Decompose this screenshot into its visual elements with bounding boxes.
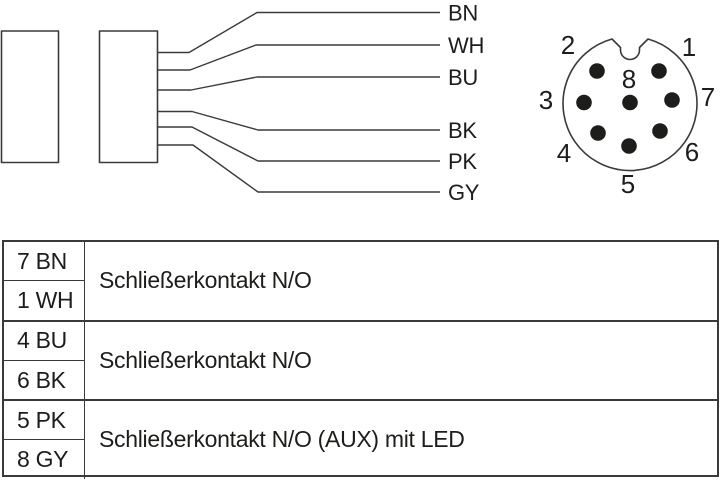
- pin-column: 5 PK 8 GY: [4, 401, 85, 479]
- pin-label-4: 4: [557, 138, 571, 168]
- wire-label-bk: BK: [448, 118, 477, 143]
- pin-dot-1: [651, 63, 667, 79]
- pin-cell-7bn: 7 BN: [17, 247, 67, 274]
- pin-dot-7: [664, 92, 680, 108]
- pinout-group-1: 7 BN 1 WH Schließerkontakt N/O: [4, 242, 717, 320]
- pin-dot-8: [622, 94, 638, 111]
- pin-label-7: 7: [701, 82, 715, 112]
- connector-face: 1 2 3 4 5 6 7 8: [539, 30, 715, 199]
- pinout-group-2: 4 BU 6 BK Schließerkontakt N/O: [4, 319, 717, 400]
- pin-label-3: 3: [539, 85, 553, 115]
- pinout-table: 7 BN 1 WH Schließerkontakt N/O 4 BU 6 BK…: [2, 240, 719, 479]
- wire-label-wh: WH: [448, 33, 484, 58]
- wire-line-bu: [158, 76, 440, 91]
- pin-label-6: 6: [685, 137, 699, 167]
- description-cell-1: Schließerkontakt N/O: [99, 267, 312, 294]
- pin-cell-4bu: 4 BU: [17, 327, 67, 354]
- pin-cell-1wh: 1 WH: [4, 280, 84, 319]
- wire-line-pk: [158, 126, 440, 162]
- cable-connector-body: [98, 30, 159, 164]
- pin-label-1: 1: [682, 32, 696, 62]
- wire-line-gy: [158, 144, 440, 193]
- pinout-group-3: 5 PK 8 GY Schließerkontakt N/O (AUX) mit…: [4, 399, 717, 479]
- pin-label-5: 5: [621, 169, 635, 199]
- cable-segment-left: [0, 30, 60, 164]
- description-cell-3: Schließerkontakt N/O (AUX) mit LED: [99, 426, 465, 453]
- description-cell-2: Schließerkontakt N/O: [99, 346, 312, 373]
- pin-label-2: 2: [561, 30, 575, 60]
- pin-dot-4: [590, 125, 606, 141]
- wire-label-bu: BU: [448, 65, 478, 90]
- wiring-diagram-svg: BN WH BU BK PK GY 1 2 3 4 5 6 7 8: [0, 1, 715, 205]
- wire-line-wh: [158, 44, 440, 71]
- pin-cell-6bk: 6 BK: [4, 359, 84, 399]
- pin-dot-2: [589, 63, 605, 79]
- wire-line-bk: [158, 110, 440, 131]
- pin-column: 4 BU 6 BK: [4, 321, 85, 400]
- pin-dot-3: [576, 94, 592, 111]
- pin-dot-6: [652, 123, 668, 139]
- pin-label-8: 8: [622, 64, 636, 94]
- wire-label-bn: BN: [448, 1, 478, 26]
- pin-cell-8gy: 8 GY: [4, 439, 84, 478]
- wire-line-bn: [158, 11, 440, 54]
- wire-label-pk: PK: [448, 149, 477, 174]
- pin-dot-5: [621, 138, 637, 154]
- pin-column: 7 BN 1 WH: [4, 242, 85, 320]
- wire-label-gy: GY: [448, 180, 480, 205]
- pin-cell-5pk: 5 PK: [17, 406, 66, 433]
